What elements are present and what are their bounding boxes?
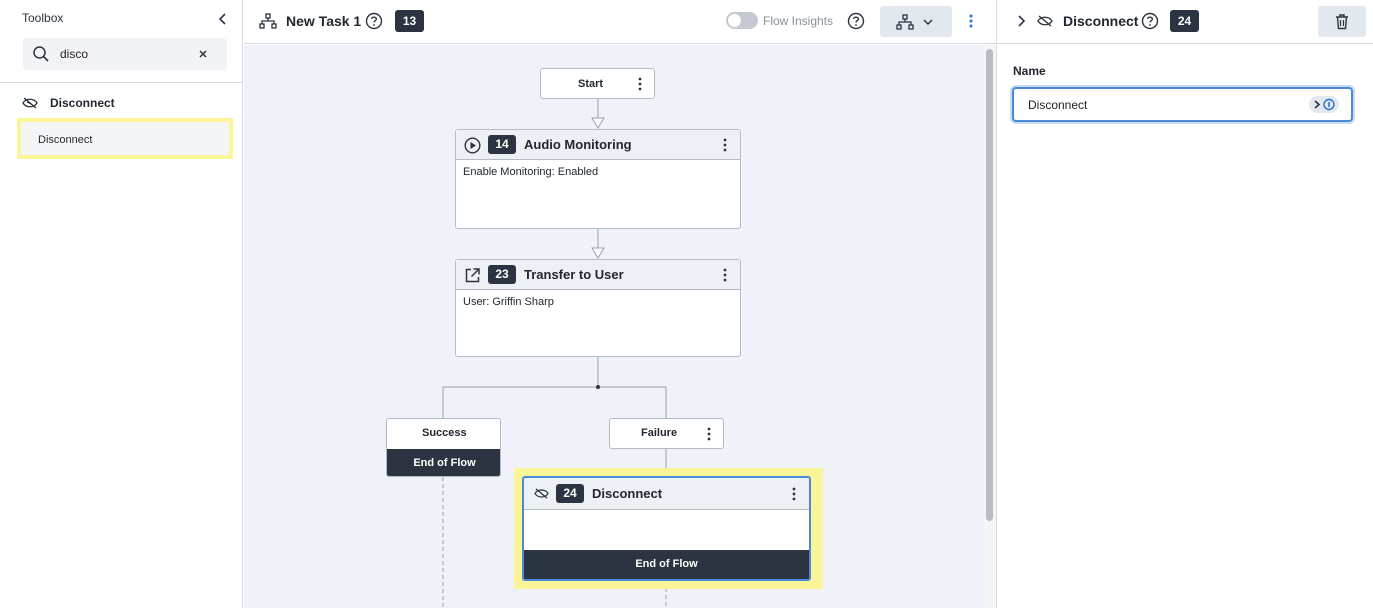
expression-icon	[1314, 98, 1335, 111]
node-number-badge: 14	[488, 135, 516, 154]
transfer-to-user-node[interactable]: 23 Transfer to User User: Griffin Sharp	[455, 259, 741, 357]
flow-insights-label: Flow Insights	[763, 14, 834, 28]
node-number-badge: 24	[556, 484, 584, 503]
help-icon[interactable]	[1141, 12, 1159, 30]
name-input[interactable]	[1028, 97, 1308, 113]
success-branch[interactable]: Success End of Flow	[386, 418, 501, 477]
scrollbar-thumb[interactable]	[986, 49, 993, 521]
hierarchy-icon	[896, 14, 914, 30]
node-title: Transfer to User	[524, 267, 624, 282]
node-detail: Enable Monitoring: Enabled	[463, 166, 599, 178]
chevron-down-icon	[923, 19, 933, 26]
task-title: New Task 1	[286, 13, 362, 29]
properties-header	[997, 0, 1373, 44]
toolbox-category-label: Disconnect	[50, 96, 115, 110]
task-count-badge: 13	[395, 10, 424, 32]
help-icon[interactable]	[847, 12, 865, 30]
toolbox-panel	[0, 0, 243, 608]
clear-search-button[interactable]	[195, 46, 211, 62]
failure-branch[interactable]: Failure	[609, 418, 724, 449]
flow-connectors	[442, 99, 667, 608]
start-label: Start	[578, 78, 604, 90]
end-of-flow: End of Flow	[387, 449, 500, 476]
expression-toggle-button[interactable]	[1309, 96, 1339, 113]
toolbox-item-disconnect[interactable]: Disconnect	[17, 118, 233, 159]
trash-icon	[1336, 14, 1348, 30]
end-of-flow: End of Flow	[524, 550, 809, 579]
help-icon[interactable]	[365, 12, 383, 30]
audio-monitoring-node[interactable]: 14 Audio Monitoring Enable Monitoring: E…	[455, 129, 741, 229]
divider	[0, 82, 243, 83]
disconnect-node[interactable]: 24 Disconnect End of Flow	[522, 476, 811, 581]
disconnect-icon	[21, 96, 39, 110]
node-title: Disconnect	[592, 486, 663, 501]
node-header: 24 Disconnect	[524, 478, 809, 510]
expand-panel-button[interactable]	[1014, 13, 1028, 29]
layout-menu-button[interactable]	[880, 6, 952, 37]
name-field-label: Name	[1013, 64, 1046, 78]
delete-node-button[interactable]	[1318, 6, 1366, 37]
node-header: 23 Transfer to User	[456, 260, 740, 290]
properties-title: Disconnect	[1063, 13, 1139, 29]
name-field[interactable]	[1012, 87, 1353, 122]
kebab-icon[interactable]	[790, 486, 798, 502]
search-input[interactable]	[60, 46, 190, 62]
collapse-toolbox-button[interactable]	[214, 10, 232, 28]
kebab-icon[interactable]	[705, 426, 713, 442]
node-number-badge: 24	[1170, 10, 1199, 32]
toolbox-title: Toolbox	[22, 11, 64, 25]
divider	[996, 0, 997, 608]
node-detail: User: Griffin Sharp	[463, 296, 554, 308]
node-title: Audio Monitoring	[524, 137, 632, 152]
play-icon	[464, 137, 481, 154]
chevron-left-icon	[218, 13, 226, 25]
chevron-right-icon	[1018, 15, 1026, 27]
more-options-button[interactable]	[963, 12, 979, 30]
external-link-icon	[465, 268, 480, 283]
flow-icon	[259, 13, 277, 29]
kebab-icon[interactable]	[721, 267, 729, 283]
kebab-icon[interactable]	[636, 76, 644, 92]
success-label: Success	[422, 427, 467, 439]
start-node[interactable]: Start	[540, 68, 655, 99]
kebab-icon	[969, 14, 973, 28]
flow-header	[244, 0, 996, 44]
node-header: 14 Audio Monitoring	[456, 130, 740, 160]
node-number-badge: 23	[488, 265, 516, 284]
flow-canvas[interactable]: Start 14 Audio Monitoring Enable Monitor…	[244, 45, 984, 608]
toolbox-item-label: Disconnect	[38, 134, 93, 146]
disconnect-icon	[534, 488, 549, 499]
disconnect-icon	[1036, 14, 1054, 28]
close-icon	[199, 50, 207, 58]
toggle-knob	[728, 14, 741, 27]
kebab-icon[interactable]	[721, 137, 729, 153]
search-icon	[32, 45, 50, 63]
failure-label: Failure	[641, 427, 678, 439]
flow-insights-toggle[interactable]	[726, 12, 758, 29]
